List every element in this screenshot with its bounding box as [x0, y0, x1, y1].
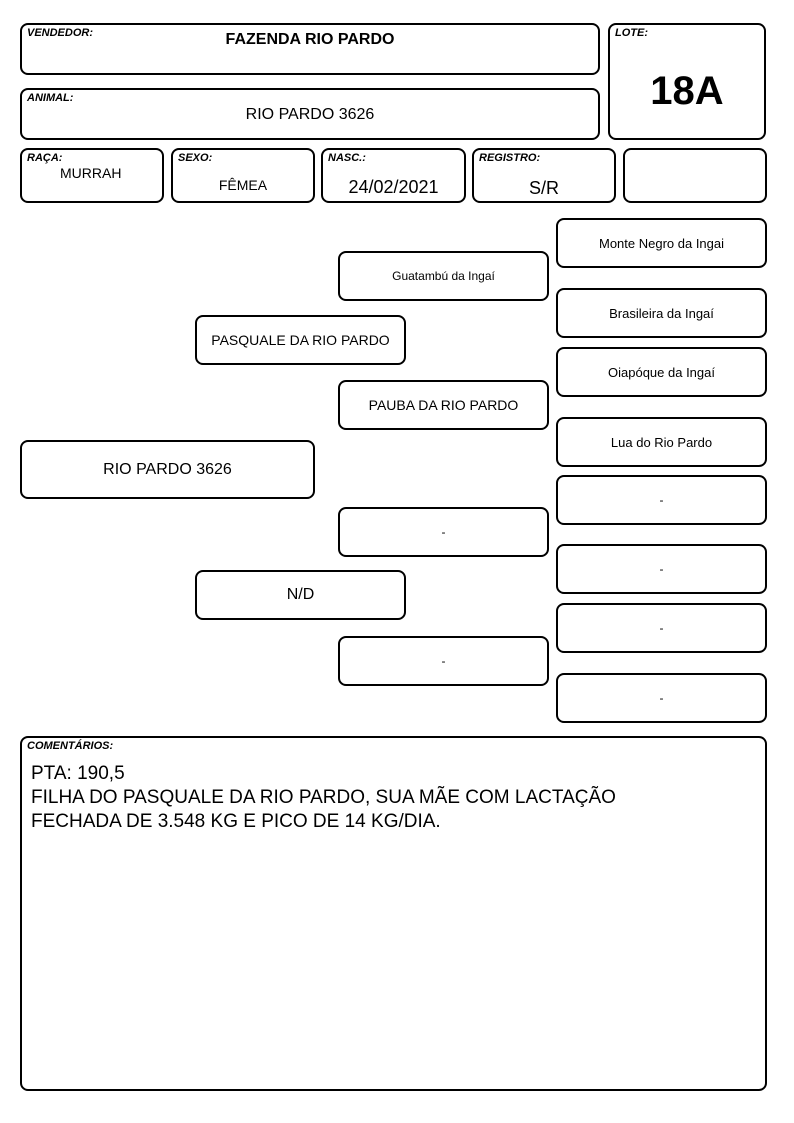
pedigree-ggp-5: - — [556, 475, 767, 525]
pedigree-ggp-1: Monte Negro da Ingai — [556, 218, 767, 268]
pedigree-ggp-7: - — [556, 603, 767, 653]
lote-label: LOTE: — [615, 27, 648, 39]
nasc-field: NASC.: 24/02/2021 — [321, 148, 466, 203]
animal-field: ANIMAL: RIO PARDO 3626 — [20, 88, 600, 140]
lote-value: 18A — [650, 69, 724, 113]
lote-field: LOTE: 18A — [608, 23, 766, 140]
sexo-field: SEXO: FÊMEA — [171, 148, 315, 203]
pedigree-ggp-2: Brasileira da Ingaí — [556, 288, 767, 338]
raca-field: RAÇA: MURRAH — [20, 148, 164, 203]
vendedor-label: VENDEDOR: — [27, 27, 94, 39]
registro-label: REGISTRO: — [479, 152, 541, 164]
pedigree-dam-dam: - — [338, 636, 549, 686]
nasc-label: NASC.: — [328, 152, 366, 164]
registro-field: REGISTRO: S/R — [472, 148, 616, 203]
comments-field: COMENTÁRIOS: PTA: 190,5 FILHA DO PASQUAL… — [20, 736, 767, 1091]
pedigree-sire-sire: Guatambú da Ingaí — [338, 251, 549, 301]
pedigree-ggp-3: Oiapóque da Ingaí — [556, 347, 767, 397]
pedigree-dam: N/D — [195, 570, 406, 620]
sexo-value: FÊMEA — [218, 177, 268, 193]
pedigree-animal: RIO PARDO 3626 — [20, 440, 315, 499]
comments-text: PTA: 190,5 FILHA DO PASQUALE DA RIO PARD… — [31, 763, 616, 832]
comments-label: COMENTÁRIOS: — [27, 740, 114, 752]
sexo-label: SEXO: — [178, 152, 213, 164]
raca-label: RAÇA: — [27, 152, 63, 164]
animal-value: RIO PARDO 3626 — [245, 106, 375, 123]
pedigree-dam-sire: - — [338, 507, 549, 557]
nasc-value: 24/02/2021 — [348, 177, 439, 197]
vendedor-value: FAZENDA RIO PARDO — [225, 31, 395, 48]
empty-field — [623, 148, 767, 203]
raca-value: MURRAH — [60, 165, 122, 181]
pedigree-ggp-8: - — [556, 673, 767, 723]
vendedor-field: VENDEDOR: FAZENDA RIO PARDO — [20, 23, 600, 75]
pedigree-ggp-4: Lua do Rio Pardo — [556, 417, 767, 467]
pedigree-sire: PASQUALE DA RIO PARDO — [195, 315, 406, 365]
pedigree-sire-dam: PAUBA DA RIO PARDO — [338, 380, 549, 430]
pedigree-ggp-6: - — [556, 544, 767, 594]
animal-label: ANIMAL: — [27, 92, 74, 104]
registro-value: S/R — [528, 178, 559, 198]
